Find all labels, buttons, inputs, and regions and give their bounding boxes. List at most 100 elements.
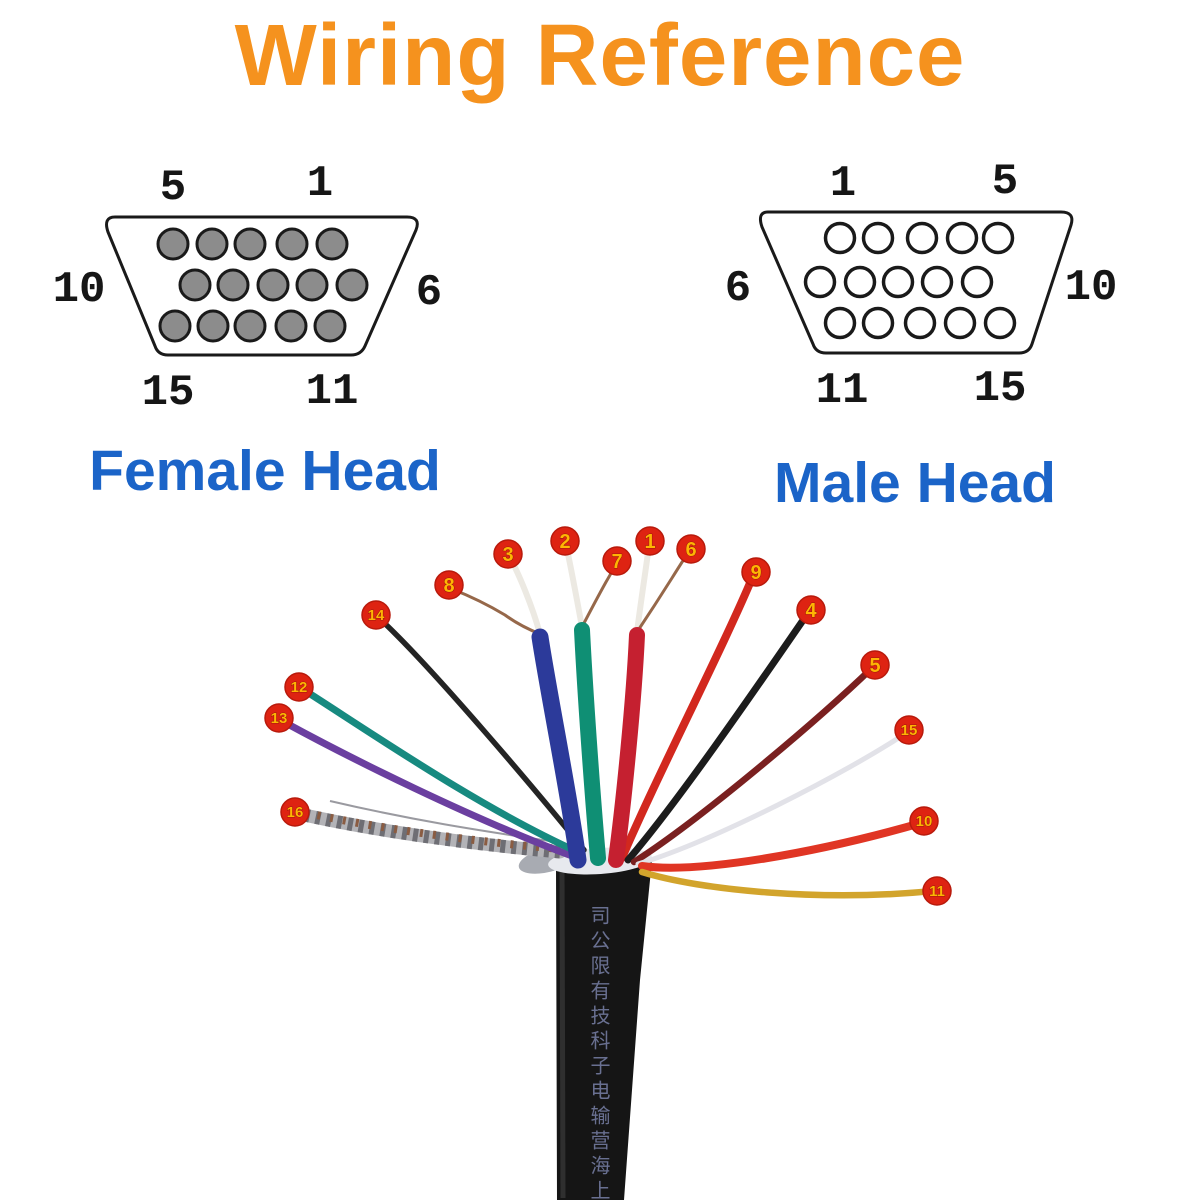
- male-pin: [960, 265, 994, 299]
- male-pin: [843, 265, 877, 299]
- cable-jacket: [555, 852, 652, 1200]
- marker-circle: [894, 715, 924, 745]
- male-pin: [920, 265, 954, 299]
- marker-circle: [741, 557, 771, 587]
- pin-marker-8: 8: [434, 570, 464, 600]
- marker-number: 6: [685, 539, 696, 561]
- female-pin-number: 6: [416, 268, 442, 318]
- female-pins: [156, 227, 369, 343]
- red-coax-bundle: [608, 542, 690, 868]
- female-pin-number: 15: [142, 368, 195, 418]
- male-pin: [823, 221, 857, 255]
- page-title: Wiring Reference: [234, 7, 966, 104]
- male-pin: [903, 306, 937, 340]
- female-pin: [233, 227, 267, 261]
- marker-circle: [635, 526, 665, 556]
- marker-circle: [264, 703, 294, 733]
- cable-print-text: 司公限有技科子电输营海上: [587, 905, 610, 1200]
- male-pin: [803, 265, 837, 299]
- male-pin-number: 6: [725, 264, 751, 314]
- female-pin: [158, 309, 192, 343]
- marker-circle: [602, 546, 632, 576]
- wire-pin14-black: [377, 616, 587, 853]
- female-pin-number: 11: [306, 367, 359, 417]
- female-pin: [195, 227, 229, 261]
- marker-number: 9: [750, 562, 761, 584]
- female-pin: [313, 309, 347, 343]
- male-pin: [861, 221, 895, 255]
- wire-pin4-black: [624, 609, 812, 864]
- marker-circle: [284, 672, 314, 702]
- male-pin-number: 5: [992, 157, 1018, 207]
- marker-circle: [280, 797, 310, 827]
- wire-pin8-drain: [450, 587, 542, 636]
- wire-pin13-purple: [280, 718, 576, 860]
- female-pin: [216, 268, 250, 302]
- pin-marker-12: 12: [284, 672, 314, 702]
- female-head-label: Female Head: [89, 439, 441, 503]
- marker-circle: [434, 570, 464, 600]
- male-pin: [905, 221, 939, 255]
- marker-number: 12: [291, 679, 308, 696]
- blue-coax-jacket: [531, 628, 587, 869]
- male-pin: [823, 306, 857, 340]
- green-coax-jacket: [574, 622, 606, 866]
- female-pin-number: 1: [307, 159, 333, 209]
- shield-braid-texture: [301, 808, 561, 853]
- female-pin: [275, 227, 309, 261]
- female-pin: [315, 227, 349, 261]
- marker-circle: [909, 806, 939, 836]
- wire-pin11-yellow: [638, 868, 937, 899]
- male-pin: [983, 306, 1017, 340]
- male-pin-number: 15: [974, 364, 1027, 414]
- marker-number: 2: [559, 531, 570, 553]
- male-pin-number: 11: [816, 366, 869, 416]
- marker-circle: [922, 876, 952, 906]
- marker-number: 4: [805, 600, 817, 622]
- male-pin-number: 10: [1065, 263, 1118, 313]
- marker-circle: [796, 595, 826, 625]
- marker-circle: [493, 539, 523, 569]
- pin-marker-15: 15: [894, 715, 924, 745]
- female-pin: [156, 227, 190, 261]
- male-pin: [861, 306, 895, 340]
- pin-marker-3: 3: [493, 539, 523, 569]
- marker-number: 14: [368, 607, 385, 624]
- red-coax-jacket: [608, 627, 645, 868]
- cable-jacket-highlight: [559, 867, 566, 1199]
- marker-number: 1: [644, 531, 655, 553]
- pin-marker-9: 9: [741, 557, 771, 587]
- female-pin: [256, 268, 290, 302]
- male-pin: [945, 221, 979, 255]
- wire-pin12-teal: [300, 686, 582, 856]
- female-connector-diagram: 5 1 10 6 15 11: [53, 159, 443, 418]
- wire-pin15-white: [635, 730, 909, 867]
- pin-marker-4: 4: [796, 595, 826, 625]
- marker-circle: [361, 600, 391, 630]
- female-pin-number: 10: [53, 265, 106, 315]
- marker-circle: [550, 526, 580, 556]
- wire-pin9-red: [618, 572, 757, 862]
- pin-marker-2: 2: [550, 526, 580, 556]
- pin-marker-11: 11: [922, 876, 952, 906]
- pin-marker-16: 16: [280, 797, 310, 827]
- female-pin: [178, 268, 212, 302]
- wire-pin2-white-core: [563, 542, 585, 630]
- female-pin: [196, 309, 230, 343]
- female-pin: [295, 268, 329, 302]
- male-pins: [803, 221, 1017, 340]
- female-pin: [274, 309, 308, 343]
- pin-marker-13: 13: [264, 703, 294, 733]
- female-pin: [233, 309, 267, 343]
- male-connector-diagram: 1 5 6 10 11 15: [725, 157, 1118, 416]
- marker-circle: [676, 534, 706, 564]
- pin-marker-7: 7: [602, 546, 632, 576]
- male-pin: [943, 306, 977, 340]
- marker-number: 11: [929, 883, 945, 900]
- pin-marker-14: 14: [361, 600, 391, 630]
- wire-pin10-orange-red: [638, 819, 925, 872]
- marker-number: 15: [901, 722, 918, 739]
- marker-number: 5: [869, 655, 880, 677]
- male-pin: [981, 221, 1015, 255]
